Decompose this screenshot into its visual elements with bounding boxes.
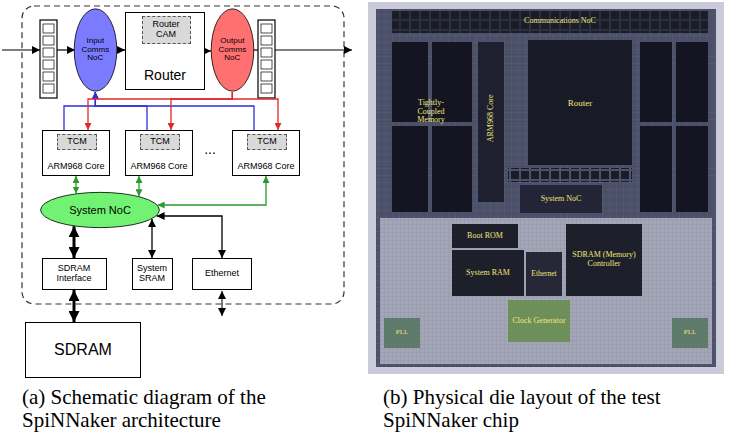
chip-label: Tightly-Coupled Memory <box>406 99 456 125</box>
chip-label: Router <box>550 99 610 109</box>
router-box: Router Router CAM <box>125 12 205 90</box>
connector <box>64 92 95 130</box>
tcm-box: TCM <box>247 134 287 150</box>
connector <box>158 176 266 205</box>
die-photo <box>368 2 724 374</box>
noc-ellipse: Output Comms NoC <box>211 8 254 92</box>
chip-label: Clock Generator <box>510 317 568 326</box>
node-text: ARM968 Core <box>130 162 187 172</box>
ellipse-shape <box>211 9 254 91</box>
chip-label: SDRAM (Memory) Controller <box>569 251 639 269</box>
connector <box>88 92 232 130</box>
connector <box>73 290 76 322</box>
connector <box>75 176 76 194</box>
sdram-box: SDRAM <box>25 322 141 378</box>
tcm-box: TCM <box>57 134 97 150</box>
input-link-buffer <box>40 20 57 98</box>
connector <box>151 219 152 258</box>
node-text: System NoC <box>69 204 131 216</box>
connector <box>95 92 147 130</box>
chip-label: PLL <box>385 329 419 337</box>
connector <box>171 92 232 130</box>
tcm-box: TCM <box>140 134 180 150</box>
interface-box: SDRAM Interface <box>42 258 107 290</box>
ethernet-port-arrow <box>222 291 223 316</box>
connector <box>95 92 254 130</box>
core-box: ARM968 Core TCM <box>232 130 300 176</box>
core-box: ARM968 Core TCM <box>125 130 193 176</box>
node-text: Input Comms NoC <box>81 37 110 63</box>
noc-ellipse: System NoC <box>40 192 160 228</box>
chip-label: Communications NoC <box>480 17 640 26</box>
buffer-arrow <box>57 49 75 50</box>
ellipse-shape <box>74 9 117 91</box>
output-link-buffer <box>258 20 275 98</box>
cam-box: Router CAM <box>142 16 191 44</box>
caption: (a) Schematic diagram of the SpiNNaker a… <box>22 386 322 432</box>
chip-label: Boot ROM <box>454 232 516 241</box>
chip-label: System NoC <box>523 195 599 204</box>
chip-label: ARM968 Core <box>487 58 496 178</box>
node-text: System SRAM <box>137 264 168 284</box>
node-text: SDRAM <box>54 341 112 359</box>
ellipse-shape <box>41 192 160 227</box>
chip-label: System RAM <box>454 269 522 278</box>
node-text: TCM <box>67 137 87 147</box>
chip-label: PLL <box>673 329 707 337</box>
output-link-arrow <box>275 49 352 50</box>
ethernet-box: Ethernet <box>192 258 252 290</box>
node-text: ARM968 Core <box>47 162 104 172</box>
node-text: SDRAM Interface <box>47 264 102 284</box>
node-text: TCM <box>257 137 277 147</box>
node-text: Output Comms NoC <box>218 37 247 63</box>
memory-box: System SRAM <box>132 258 173 290</box>
connector <box>157 216 222 258</box>
input-link-arrow <box>2 49 40 50</box>
node-text: Router CAM <box>146 20 187 40</box>
connector <box>205 50 211 51</box>
connector <box>117 49 125 50</box>
caption: (b) Physical die layout of the test SpiN… <box>383 386 723 432</box>
node-text: TCM <box>150 137 170 147</box>
chip-label: Ethernet <box>526 270 562 278</box>
connector <box>138 176 139 196</box>
chip-boundary <box>22 6 344 304</box>
node-text: Ethernet <box>205 269 239 279</box>
connector <box>232 92 278 130</box>
connector <box>73 226 76 258</box>
ellipsis: ... <box>195 142 225 157</box>
core-box: ARM968 Core TCM <box>42 130 110 176</box>
noc-ellipse: Input Comms NoC <box>74 8 117 92</box>
node-text: Router <box>144 68 186 83</box>
node-text: ARM968 Core <box>237 162 294 172</box>
